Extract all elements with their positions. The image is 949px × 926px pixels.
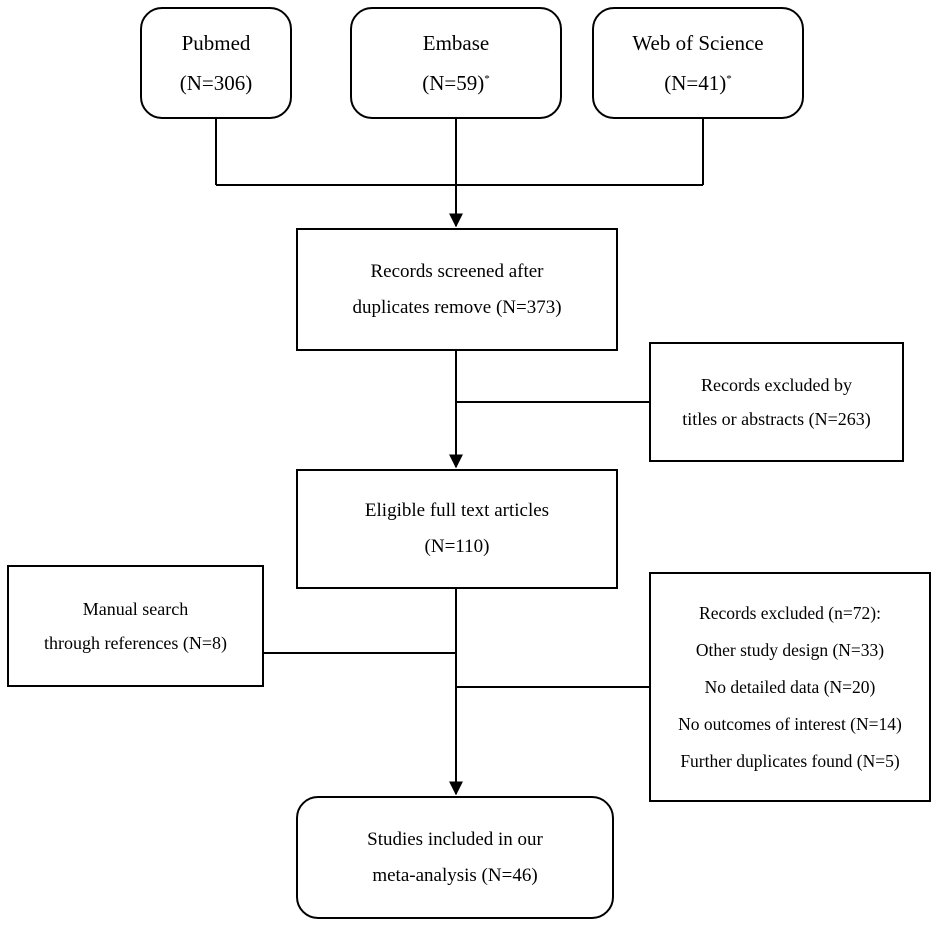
source-box-embase: Embase (N=59)* (350, 7, 562, 119)
asterisk-note-mark: * (484, 73, 490, 85)
screened-box: Records screened after duplicates remove… (296, 228, 618, 351)
screened-line-2: duplicates remove (N=373) (352, 296, 562, 318)
included-studies-box: Studies included in our meta-analysis (N… (296, 796, 614, 919)
source-count: (N=59)* (422, 71, 490, 95)
excluded-full-title: Records excluded (n=72): (699, 602, 881, 623)
eligible-box: Eligible full text articles (N=110) (296, 469, 618, 589)
excluded-titles-line-2: titles or abstracts (N=263) (682, 409, 871, 429)
eligible-line-1: Eligible full text articles (364, 500, 550, 521)
source-name: Embase (422, 31, 490, 55)
excluded-full-text-box: Records excluded (n=72): Other study des… (649, 572, 931, 802)
source-count: (N=306) (179, 71, 253, 95)
excluded-titles-line-1: Records excluded by (701, 375, 852, 395)
source-count: (N=41)* (664, 71, 732, 95)
excluded-titles-box: Records excluded by titles or abstracts … (649, 342, 904, 462)
exclusion-reason: No detailed data (N=20) (704, 676, 876, 697)
included-line-2: meta-analysis (N=46) (372, 864, 538, 886)
manual-search-line-2: through references (N=8) (43, 633, 228, 653)
source-name: Pubmed (181, 31, 251, 55)
source-box-pubmed: Pubmed (N=306) (140, 7, 292, 119)
source-box-web-of-science: Web of Science (N=41)* (592, 7, 804, 119)
included-line-1: Studies included in our (367, 828, 543, 850)
exclusion-reason: Other study design (N=33) (695, 639, 885, 660)
manual-search-line-1: Manual search (82, 599, 189, 619)
eligible-line-2: (N=110) (424, 536, 490, 557)
screened-line-1: Records screened after (370, 260, 544, 282)
exclusion-reason: No outcomes of interest (N=14) (678, 713, 902, 734)
manual-search-box: Manual search through references (N=8) (7, 565, 264, 687)
exclusion-reason: Further duplicates found (N=5) (680, 750, 900, 771)
asterisk-note-mark: * (726, 73, 732, 85)
source-name: Web of Science (632, 31, 764, 55)
